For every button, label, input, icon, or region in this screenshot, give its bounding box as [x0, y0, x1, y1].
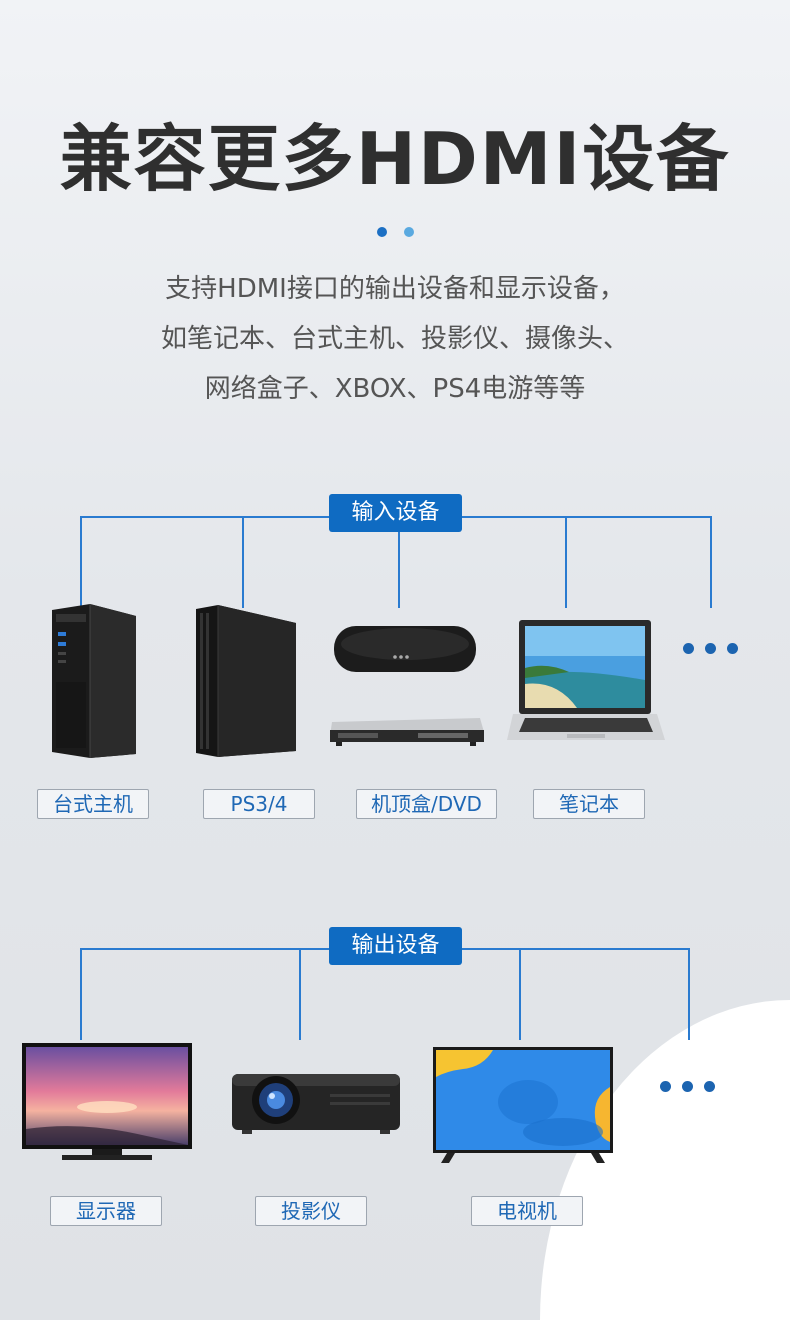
title-divider-dots: [377, 222, 431, 241]
description-line: 如笔记本、台式主机、投影仪、摄像头、: [160, 324, 629, 354]
desktop-tower-icon: [52, 604, 136, 758]
game-console-icon: [196, 605, 296, 757]
monitor-icon: [22, 1043, 192, 1160]
connector-line: [299, 948, 301, 1040]
description-line: 支持HDMI接口的输出设备和显示设备，: [165, 274, 625, 304]
set-top-box-icon: [330, 626, 484, 746]
connector-line: [565, 516, 567, 608]
device-label: 显示器: [50, 1196, 162, 1226]
description: 支持HDMI接口的输出设备和显示设备， 如笔记本、台式主机、投影仪、摄像头、 网…: [0, 264, 790, 414]
page-title: 兼容更多HDMI设备: [59, 117, 731, 201]
device-label: 机顶盒/DVD: [356, 789, 497, 819]
connector-line: [688, 948, 690, 1040]
connector-line: [710, 516, 712, 608]
description-line: 网络盒子、XBOX、PS4电游等等: [204, 374, 586, 404]
device-label: 台式主机: [37, 789, 149, 819]
device-label: 笔记本: [533, 789, 645, 819]
connector-line: [80, 516, 82, 608]
input-devices-header: 输入设备: [329, 494, 462, 532]
device-label: 电视机: [471, 1196, 583, 1226]
more-devices-indicator: [660, 1077, 726, 1096]
device-label: PS3/4: [203, 789, 315, 819]
connector-line: [80, 948, 82, 1040]
more-devices-indicator: [683, 639, 749, 658]
device-label: 投影仪: [255, 1196, 367, 1226]
connector-line: [519, 948, 521, 1040]
projector-icon: [232, 1074, 400, 1134]
output-devices-header: 输出设备: [329, 927, 462, 965]
connector-line: [242, 516, 244, 608]
tv-icon: [433, 1047, 613, 1163]
connector-line: [398, 516, 400, 608]
laptop-icon: [507, 620, 665, 740]
